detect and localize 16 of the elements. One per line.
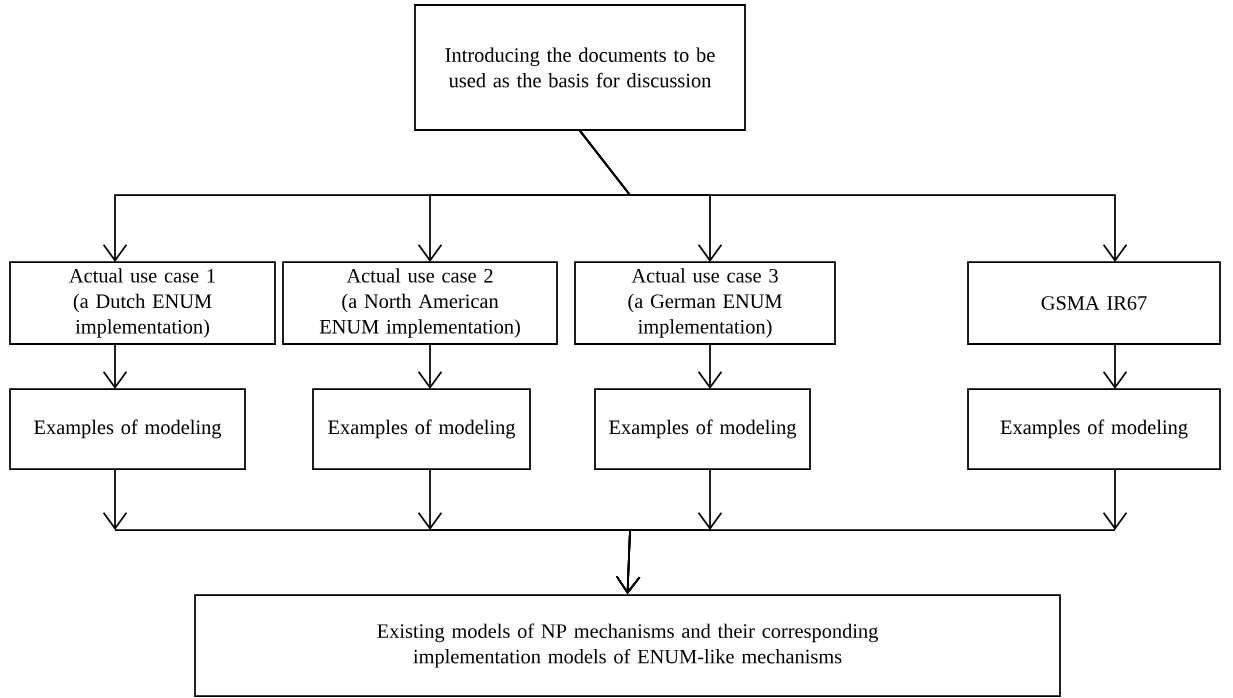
- arrow: [102, 343, 128, 389]
- process-box: Examples of modeling: [312, 388, 531, 470]
- arrow: [1102, 343, 1128, 389]
- arrow: [615, 468, 1128, 595]
- process-box: GSMA IR67: [967, 261, 1221, 345]
- process-box: Actual use case 1 (a Dutch ENUM implementation): [9, 261, 276, 345]
- process-box: Existing models of NP mechanisms and their corresponding implementation models of ENUM-like mechanisms: [194, 594, 1061, 697]
- process-box: Examples of modeling: [967, 388, 1221, 470]
- process-box: Actual use case 3 (a German ENUM implementation): [574, 261, 836, 345]
- arrow: [417, 343, 443, 389]
- process-box: Introducing the documents to be used as the basis for discussion: [414, 4, 746, 131]
- arrow: [697, 343, 723, 389]
- process-box: Examples of modeling: [594, 388, 811, 470]
- arrow: [579, 130, 1128, 262]
- process-box: Actual use case 2 (a North American ENUM implementation): [282, 261, 558, 345]
- process-box: Examples of modeling: [9, 388, 246, 470]
